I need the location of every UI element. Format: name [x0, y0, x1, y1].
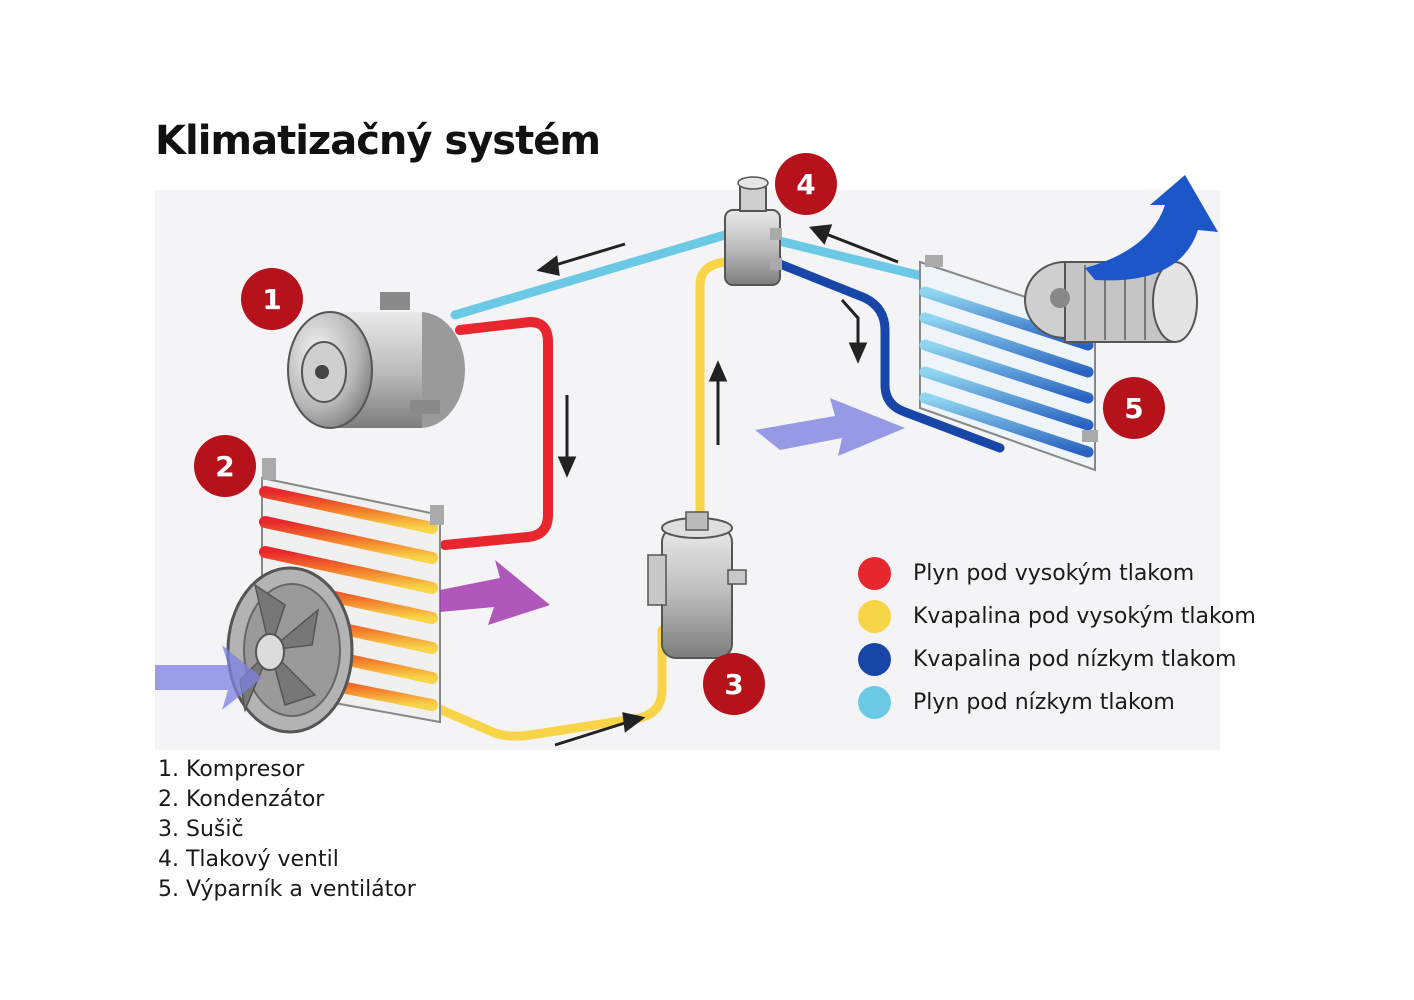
air-in-arrow-condenser — [155, 645, 262, 710]
svg-text:5: 5 — [1124, 392, 1143, 425]
air-in-arrow-evaporator — [755, 398, 905, 456]
svg-text:3: 3 — [724, 668, 743, 701]
parts-list: 1. Kompresor 2. Kondenzátor 3. Sušič 4. … — [158, 755, 416, 905]
badge-5: 5 — [1103, 377, 1165, 439]
compressor — [287, 292, 465, 429]
flow-arrow-condenser-out — [554, 712, 646, 747]
legend-item-high-pressure-liquid: Kvapalina pod vysokým tlakom — [858, 595, 1256, 638]
legend-swatch — [858, 686, 891, 719]
pipe-low-pressure-gas-suction — [450, 227, 740, 320]
parts-list-item-compressor: 1. Kompresor — [158, 757, 305, 782]
legend-item-low-pressure-liquid: Kvapalina pod nízkym tlakom — [858, 638, 1256, 681]
hot-air-out-arrow — [440, 560, 550, 625]
cold-air-out-arrow — [1085, 175, 1218, 281]
condenser-fan — [226, 566, 354, 734]
svg-text:1: 1 — [262, 283, 281, 316]
legend-swatch — [858, 600, 891, 633]
badge-3: 3 — [703, 653, 765, 715]
legend-swatch — [858, 643, 891, 676]
flow-arrow-compressor-out — [557, 395, 577, 478]
parts-list-item-drier: 3. Sušič — [158, 817, 244, 842]
legend-label: Plyn pod vysokým tlakom — [913, 561, 1195, 586]
expansion-valve — [724, 176, 782, 286]
page-title: Klimatizačný systém — [155, 118, 601, 164]
legend-label: Kvapalina pod vysokým tlakom — [913, 604, 1256, 629]
pipe-low-pressure-liquid — [770, 257, 1005, 453]
flow-arrow-evaporator-return — [809, 224, 899, 264]
legend-swatch — [858, 557, 891, 590]
badge-4: 4 — [775, 153, 837, 215]
flow-arrow-suction — [536, 242, 626, 276]
svg-text:4: 4 — [796, 168, 815, 201]
flow-arrow-valve-out — [840, 299, 868, 364]
pipe-high-pressure-liquid-condenser-drier — [425, 625, 667, 741]
badge-1: 1 — [241, 268, 303, 330]
parts-list-item-valve: 4. Tlakový ventil — [158, 847, 339, 872]
legend-item-high-pressure-gas: Plyn pod vysokým tlakom — [858, 552, 1256, 595]
parts-list-item-condenser: 2. Kondenzátor — [158, 787, 325, 812]
legend: Plyn pod vysokým tlakom Kvapalina pod vy… — [858, 552, 1256, 724]
legend-item-low-pressure-gas: Plyn pod nízkym tlakom — [858, 681, 1256, 724]
parts-list-item-evaporator: 5. Výparník a ventilátor — [158, 877, 416, 902]
svg-text:2: 2 — [215, 450, 234, 483]
flow-arrow-drier-up — [708, 360, 728, 445]
badge-2: 2 — [194, 435, 256, 497]
legend-label: Plyn pod nízkym tlakom — [913, 690, 1175, 715]
legend-label: Kvapalina pod nízkym tlakom — [913, 647, 1237, 672]
pipe-high-pressure-liquid-drier-valve — [695, 257, 730, 525]
pipe-low-pressure-gas-evaporator — [770, 235, 935, 283]
receiver-drier — [647, 511, 747, 659]
pipe-high-pressure-gas — [440, 316, 553, 550]
